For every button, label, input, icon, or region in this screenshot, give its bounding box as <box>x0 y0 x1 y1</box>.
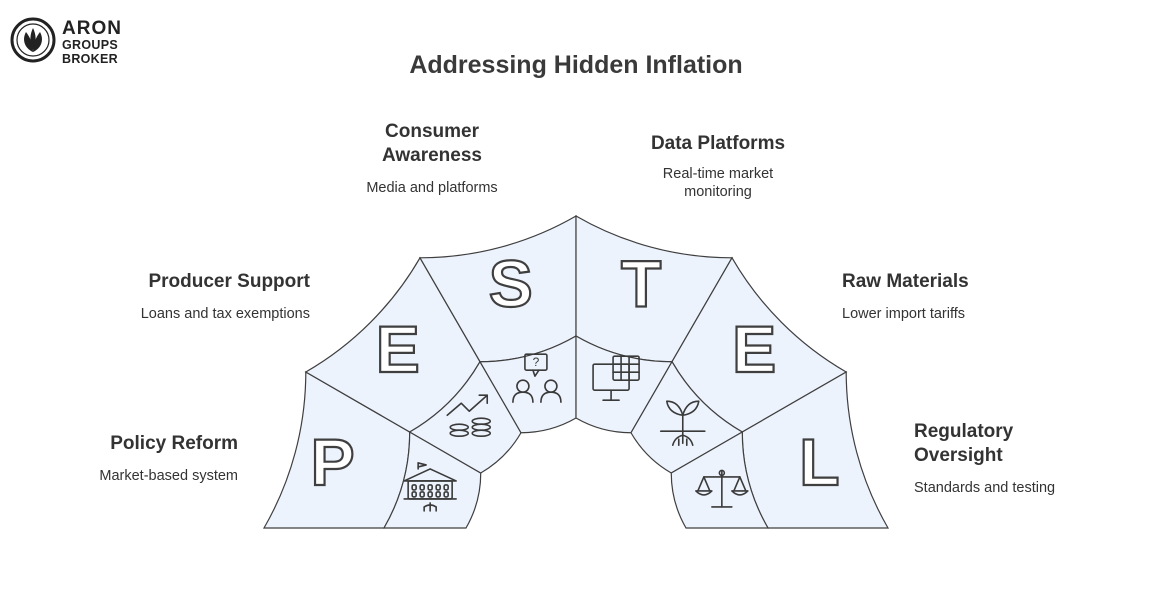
people-question-icon: ? <box>512 353 562 403</box>
plant-roots-icon <box>659 400 706 447</box>
icons-layer: ? <box>403 353 749 512</box>
heading-consumer-awareness-line-2: Awareness <box>382 145 482 166</box>
heading-regulatory-oversight-line-1: Regulatory <box>914 421 1014 442</box>
monitor-spreadsheet-icon <box>592 355 640 401</box>
description-consumer-awareness: Media and platforms <box>366 180 498 196</box>
description-data-platforms-line-1: Real-time market <box>662 166 774 182</box>
logo-line-1: ARON <box>62 18 122 39</box>
heading-consumer-awareness-line-1: Consumer <box>385 121 479 142</box>
heading-policy-reform: Policy Reform <box>110 433 238 454</box>
description-regulatory-oversight: Standards and testing <box>914 480 1056 496</box>
letter-raw-materials: E <box>732 312 776 386</box>
label-consumer-awareness: Consumer Awareness Media and platforms <box>332 120 532 197</box>
svg-text:?: ? <box>533 355 540 369</box>
logo-line-3: BROKER <box>62 51 118 66</box>
letter-producer-support: E <box>376 312 420 386</box>
heading-producer-support: Producer Support <box>148 271 310 292</box>
inner-segment-regulatory-oversight <box>670 430 770 529</box>
government-building-icon <box>403 462 457 512</box>
letter-data-platforms: T <box>621 247 661 321</box>
growth-coins-icon <box>446 394 492 438</box>
label-regulatory-oversight: Regulatory Oversight Standards and testi… <box>914 420 1114 497</box>
description-data-platforms: Real-time market monitoring <box>620 165 816 201</box>
heading-regulatory-oversight-line-2: Oversight <box>914 445 1003 466</box>
label-raw-materials: Raw Materials Lower import tariffs <box>842 270 1062 323</box>
letter-consumer-awareness: S <box>489 247 533 321</box>
label-data-platforms: Data Platforms Real-time market monitori… <box>620 132 816 201</box>
letter-regulatory-oversight: L <box>799 425 839 499</box>
logo-wordmark: ARON GROUPS BROKER <box>62 19 122 65</box>
description-raw-materials: Lower import tariffs <box>842 306 966 322</box>
description-producer-support: Loans and tax exemptions <box>140 306 310 322</box>
letter-policy-reform: P <box>311 425 355 499</box>
heading-data-platforms: Data Platforms <box>650 133 786 154</box>
page-title: Addressing Hidden Inflation <box>409 51 743 79</box>
heading-raw-materials: Raw Materials <box>842 271 969 292</box>
leaf-logo-icon <box>10 17 56 63</box>
brand-logo: ARON GROUPS BROKER <box>10 17 140 65</box>
balance-scale-icon <box>695 469 749 508</box>
logo-line-2: GROUPS <box>62 38 118 52</box>
description-policy-reform: Market-based system <box>99 468 238 484</box>
description-data-platforms-line-2: monitoring <box>684 184 752 200</box>
label-producer-support: Producer Support Loans and tax exemption… <box>90 270 310 323</box>
label-policy-reform: Policy Reform Market-based system <box>60 432 238 485</box>
